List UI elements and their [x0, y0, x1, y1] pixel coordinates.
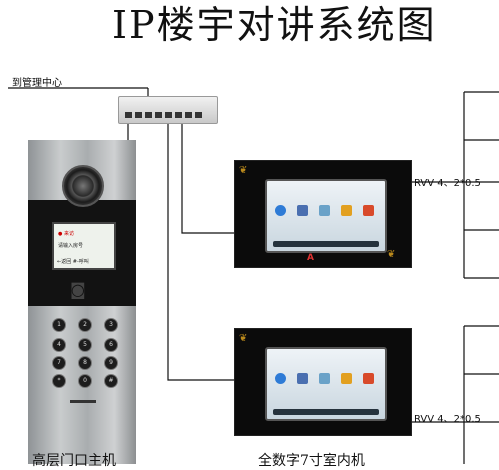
finder-icon — [297, 205, 308, 216]
key-8[interactable]: 8 — [78, 356, 92, 370]
wire-switch-monitor-2 — [167, 122, 234, 381]
indoor-monitor-caption: 全数字7寸室内机 — [258, 453, 365, 469]
screen-prompt-text: 请输入房号 — [58, 243, 84, 249]
cable-spec-label-bottom: RVV 4、2*0.5 — [414, 414, 481, 425]
monitor-screen — [265, 179, 387, 253]
brand-logo: A — [307, 253, 314, 263]
ornament-icon: ❦ — [239, 333, 248, 344]
key-star[interactable]: * — [52, 374, 66, 388]
key-9[interactable]: 9 — [104, 356, 118, 370]
key-4[interactable]: 4 — [52, 338, 66, 352]
globe-icon — [275, 205, 286, 216]
door-station-caption: 高层门口主机 — [32, 453, 116, 469]
screen-visitor-text: ● 来访 — [58, 231, 74, 237]
finder-icon — [297, 373, 308, 384]
globe-icon — [275, 373, 286, 384]
ornament-icon: ❦ — [239, 165, 248, 176]
calendar-icon — [363, 205, 374, 216]
gallery-icon — [319, 205, 330, 216]
wire-switch-monitor-1 — [181, 122, 234, 234]
key-6[interactable]: 6 — [104, 338, 118, 352]
key-1[interactable]: 1 — [52, 318, 66, 332]
calendar-icon — [363, 373, 374, 384]
monitor-dock — [273, 409, 379, 415]
monitor-screen — [265, 347, 387, 421]
door-station-screen: ● 来访 请输入房号 ←返回 #-呼叫 — [52, 222, 116, 270]
diagram-title: IP楼宇对讲系统图 — [112, 3, 437, 47]
network-switch — [118, 96, 218, 124]
ornament-icon: ❦ — [387, 249, 396, 260]
management-center-label: 到管理中心 — [12, 78, 62, 89]
speaker-grille — [70, 400, 96, 403]
monitor-dock — [273, 241, 379, 247]
key-hash[interactable]: # — [104, 374, 118, 388]
indoor-monitor-2: ❦ — [234, 328, 412, 436]
indoor-monitor-1: ❦ ❦ A — [234, 160, 412, 268]
screen-soft-keys-text: ←返回 #-呼叫 — [57, 259, 89, 265]
cable-spec-label-top: RVV 4、2*0.5 — [414, 178, 481, 189]
package-icon — [341, 373, 352, 384]
camera-lens-icon — [62, 165, 104, 207]
gallery-icon — [319, 373, 330, 384]
package-icon — [341, 205, 352, 216]
key-2[interactable]: 2 — [78, 318, 92, 332]
key-7[interactable]: 7 — [52, 356, 66, 370]
key-5[interactable]: 5 — [78, 338, 92, 352]
key-3[interactable]: 3 — [104, 318, 118, 332]
rfid-card-icon: ◙ — [70, 280, 86, 299]
key-0[interactable]: 0 — [78, 374, 92, 388]
